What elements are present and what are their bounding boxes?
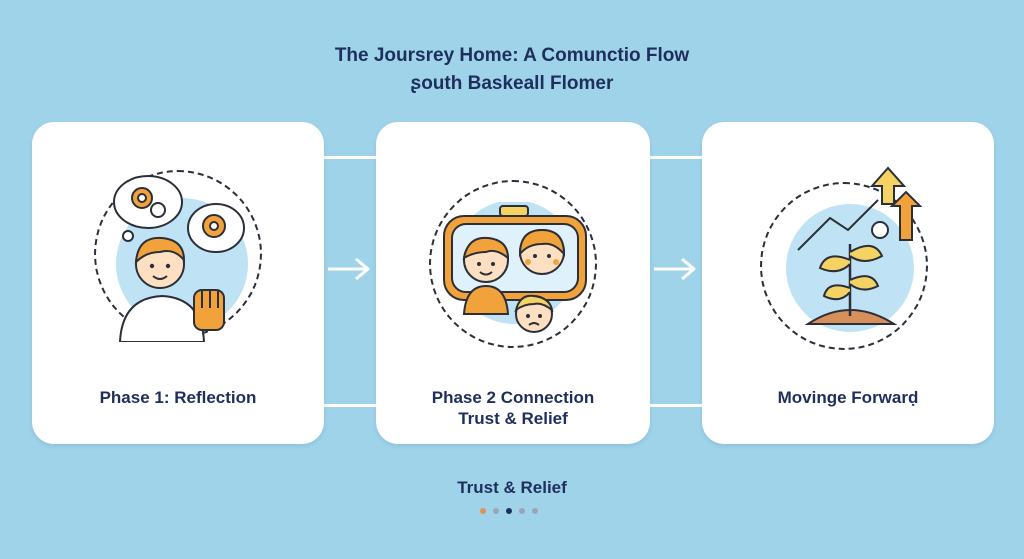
- phase-card-1: Phase 1: Reflection: [32, 122, 324, 444]
- pager-dots: [480, 508, 538, 516]
- connector-top-2: [648, 156, 704, 159]
- pager-dot[interactable]: [532, 508, 538, 514]
- phase-card-2: Phase 2 Connection Trust & Relief: [376, 122, 650, 444]
- phase-1-title: Phase 1: Reflection: [99, 388, 257, 407]
- connection-illustration: [443, 202, 587, 333]
- family-icon: [462, 228, 566, 333]
- gear-thought-icon: [187, 203, 245, 253]
- chevron-right-arrow-icon: [328, 257, 370, 281]
- title-line-1: The Joursrey Home: A Comunctio Flow: [334, 45, 690, 66]
- person-icon: [118, 236, 206, 342]
- growth-arrow-icon: [797, 166, 923, 251]
- forward-illustration: [786, 166, 923, 332]
- connector-top-1: [322, 156, 378, 159]
- phase-ring-3: [760, 182, 928, 350]
- footer-caption: Trust & Relief: [457, 478, 567, 497]
- gear-thought-icon: [113, 175, 183, 242]
- pager-dot[interactable]: [506, 508, 512, 514]
- phase-label-3: Movinge Forwarḍ: [702, 387, 994, 408]
- diagram-title: The Joursrey Home: A Comunctio Flow ʂout…: [0, 42, 1024, 98]
- phase-ring-2: [429, 180, 597, 348]
- reflection-illustration: [113, 175, 248, 342]
- phase-card-3: Movinge Forwarḍ: [702, 122, 994, 444]
- phase-label-2: Phase 2 Connection Trust & Relief: [376, 387, 650, 429]
- phase-3-title: Movinge Forwarḍ: [777, 388, 919, 407]
- pager-dot[interactable]: [480, 508, 486, 514]
- pager-dot[interactable]: [519, 508, 525, 514]
- connector-bottom-1: [322, 404, 378, 407]
- connector-bottom-2: [648, 404, 704, 407]
- title-line-2: ʂouth Baskeall Flomer: [410, 73, 614, 94]
- phase-label-1: Phase 1: Reflection: [32, 387, 324, 408]
- pager-dot[interactable]: [493, 508, 499, 514]
- phase-2-subtitle: Trust & Relief: [458, 409, 568, 428]
- glove-icon: [193, 289, 225, 331]
- sprout-icon: [804, 244, 898, 325]
- chevron-right-arrow-icon: [654, 257, 696, 281]
- phase-2-title: Phase 2 Connection: [431, 388, 595, 407]
